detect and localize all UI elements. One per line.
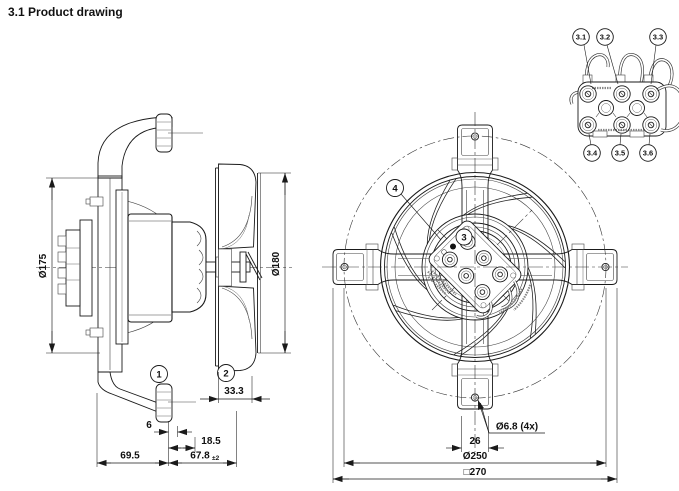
terminal-screws-detail — [579, 85, 660, 134]
balloon-3-1: 3.1 — [572, 28, 590, 46]
balloon-3-4: 3.4 — [583, 144, 601, 162]
balloon-2: 2 — [217, 364, 235, 382]
dimension-18-5: 18.5 — [168, 436, 221, 452]
dimension-33-3: 33.3 — [200, 372, 270, 403]
balloon-4: 4 — [386, 179, 442, 241]
dim-18-5-label: 18.5 — [201, 436, 221, 447]
terminal-wire-loop-right — [656, 84, 679, 133]
bolt-circle-dashed — [343, 135, 607, 399]
balloon-3-6-label: 3.6 — [643, 149, 653, 158]
terminal-screws-front — [441, 233, 509, 301]
dimension-26: 26 — [446, 416, 504, 452]
support-ring-section — [97, 113, 203, 423]
dim-69-5-label: 69.5 — [120, 451, 140, 462]
balloon-3-label: 3 — [461, 233, 466, 244]
curved-label-text-2 — [513, 284, 532, 311]
inlet-lip-bottom — [155, 383, 173, 423]
balloon-3-5-label: 3.5 — [615, 149, 625, 158]
dimension-hole: Ø6.8 (4x) — [477, 399, 545, 434]
dimension-69-5: 69.5 67.8 ±2 — [96, 393, 237, 467]
balloon-3-2-label: 3.2 — [600, 33, 610, 42]
balloon-3-3: 3.3 — [649, 28, 667, 46]
balloon-3-3-label: 3.3 — [653, 33, 663, 42]
balloon-3-1-label: 3.1 — [576, 33, 586, 42]
dimension-d175: Ø175 — [38, 177, 100, 354]
side-view: 1 2 Ø175 Ø180 — [36, 113, 292, 467]
lead-wires-front — [475, 280, 520, 319]
impeller-hub — [218, 248, 232, 287]
balloon-1-label: 1 — [156, 370, 162, 381]
terminal-stack-plate — [79, 219, 93, 317]
balloon-1: 1 — [150, 365, 168, 383]
balloon-2-label: 2 — [223, 369, 228, 380]
stator-housing — [127, 213, 173, 323]
dim-hole-label: Ø6.8 (4x) — [496, 422, 538, 433]
dim-6-label: 6 — [146, 420, 152, 431]
speed-nut — [239, 251, 247, 283]
dim-sq270-label: □270 — [464, 467, 487, 478]
dim-d180-label: Ø180 — [271, 251, 282, 276]
impeller-blade-top — [218, 163, 257, 250]
dimension-6: 6 — [146, 420, 192, 466]
bolt-top — [89, 196, 104, 207]
terminal-wires — [569, 53, 674, 105]
terminal-connection-detail: 3.1 3.2 3.3 3.4 3.5 3.6 — [569, 28, 679, 162]
cable-clamps — [595, 100, 648, 118]
dimension-d250: Ø250 — [343, 288, 607, 467]
dimension-d180: Ø180 — [258, 172, 291, 354]
dimension-sq270: □270 — [332, 288, 618, 483]
balloon-4-label: 4 — [392, 184, 398, 195]
balloon-3-5: 3.5 — [611, 144, 629, 162]
balloon-3-4-label: 3.4 — [587, 149, 598, 158]
bolt-bottom — [89, 327, 104, 338]
dim-26-label: 26 — [469, 436, 481, 447]
dim-d175-label: Ø175 — [38, 253, 49, 278]
earth-screw-dot — [450, 243, 456, 250]
page-title: 3.1 Product drawing — [8, 5, 123, 19]
motor-section — [57, 189, 263, 345]
dim-67-8-tolerance: ±2 — [212, 455, 220, 462]
dim-67-8-label: 67.8 — [190, 451, 210, 462]
rotor-bell — [171, 221, 207, 313]
balloon-3: 3 — [455, 228, 473, 246]
impeller-blade-bottom — [218, 285, 257, 372]
balloon-3-2: 3.2 — [596, 28, 614, 46]
terminal-stack-body — [65, 229, 81, 307]
balloon-3-6: 3.6 — [639, 144, 657, 162]
terminal-block-front — [427, 220, 522, 319]
terminal-balloons: 3.1 3.2 3.3 3.4 3.5 3.6 — [572, 28, 667, 162]
dim-d250-label: Ø250 — [463, 451, 488, 462]
dim-33-3-label: 33.3 — [224, 386, 244, 397]
small-screw — [441, 249, 447, 255]
front-view: 4 3 Ø6.8 (4x) 26 Ø250 — [322, 112, 628, 483]
terminal-block-body — [577, 81, 667, 137]
impeller-section — [215, 163, 261, 372]
